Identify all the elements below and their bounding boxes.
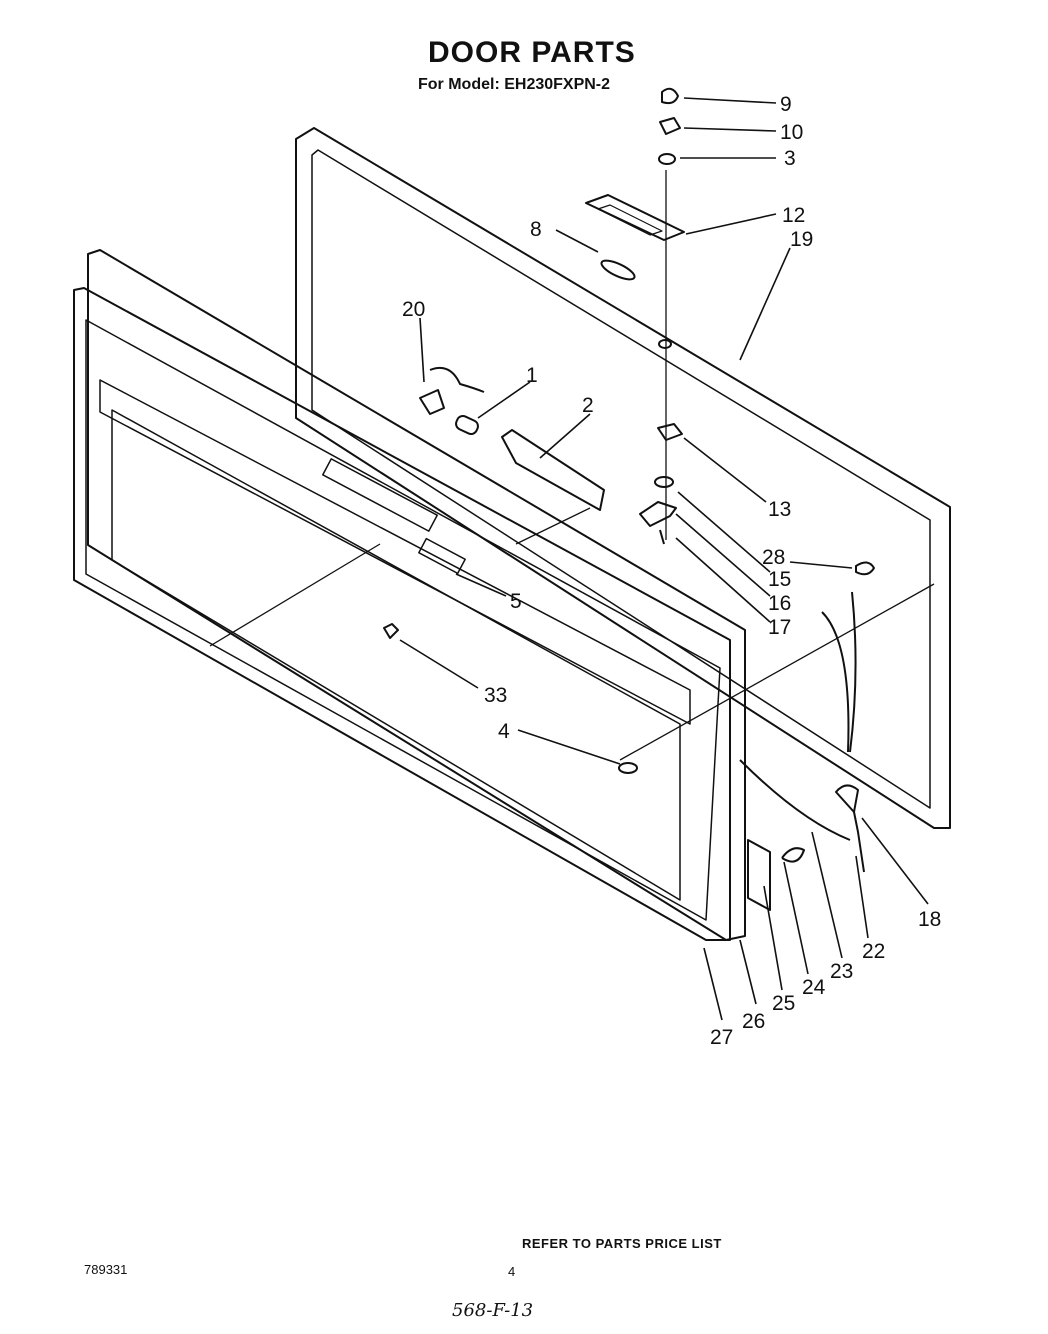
callout-10: 10 xyxy=(780,121,803,144)
callout-3: 3 xyxy=(784,147,796,170)
callout-15: 15 xyxy=(768,568,791,591)
callout-27: 27 xyxy=(710,1026,733,1049)
callout-18: 18 xyxy=(918,908,941,931)
callout-22: 22 xyxy=(862,940,885,963)
callout-20: 20 xyxy=(402,298,425,321)
parts-list-note: REFER TO PARTS PRICE LIST xyxy=(522,1236,722,1251)
callout-8: 8 xyxy=(530,218,542,241)
callout-13: 13 xyxy=(768,498,791,521)
handwritten-code: 568-F-13 xyxy=(452,1300,534,1321)
callout-28: 28 xyxy=(762,546,785,569)
page-title: DOOR PARTS xyxy=(428,36,636,69)
callout-1: 1 xyxy=(526,364,538,387)
lock-assembly xyxy=(585,87,685,545)
callout-26: 26 xyxy=(742,1010,765,1033)
callout-24: 24 xyxy=(802,976,826,999)
callout-12: 12 xyxy=(782,204,805,227)
callout-23: 23 xyxy=(830,960,853,983)
door-liner-frame xyxy=(73,249,746,941)
back-gasket-frame xyxy=(295,127,951,829)
callout-5: 5 xyxy=(510,590,522,613)
callout-19: 19 xyxy=(790,228,813,251)
document-number: 789331 xyxy=(84,1262,128,1277)
model-subtitle: For Model: EH230FXPN-2 xyxy=(418,76,611,93)
light-assembly xyxy=(419,366,605,511)
callout-16: 16 xyxy=(768,592,791,615)
callout-17: 17 xyxy=(768,616,791,639)
callout-2: 2 xyxy=(582,394,594,417)
page-number: 4 xyxy=(508,1264,516,1279)
callout-4: 4 xyxy=(498,720,510,743)
callout-25: 25 xyxy=(772,992,795,1015)
cord-assembly xyxy=(739,561,875,911)
callout-33: 33 xyxy=(484,684,507,707)
callout-9: 9 xyxy=(780,93,792,116)
